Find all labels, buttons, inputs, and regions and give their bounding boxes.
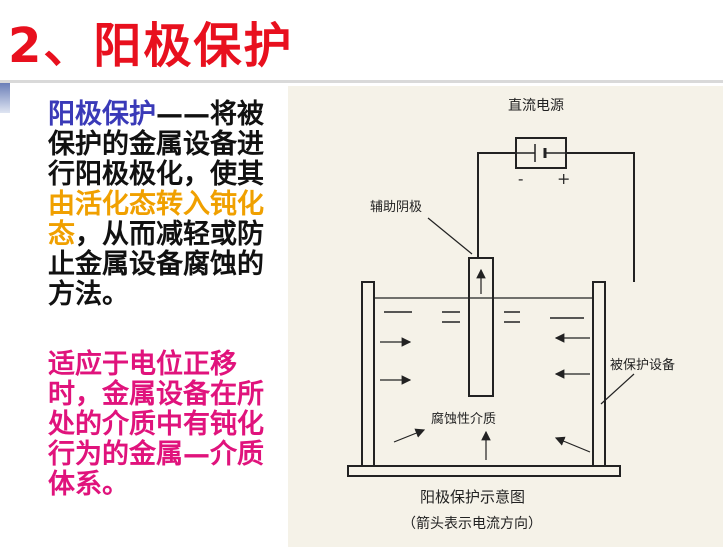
medium-label: 腐蚀性介质: [431, 412, 496, 427]
definition-text-1: 将被保护的金属设备进行阳极极化，使其: [48, 99, 264, 190]
definition-dash: ——: [156, 99, 210, 130]
tank-bottom: [347, 465, 621, 477]
cathode-leader: [427, 217, 473, 255]
equipment-label: 被保护设备: [610, 357, 675, 373]
condition-paragraph: 适应于电位正移时，金属设备在所处的介质中有钝化行为的金属—介质体系。: [48, 349, 264, 500]
wire-to-equipment: [566, 152, 635, 282]
cathode-label: 辅助阴极: [370, 200, 422, 215]
current-arrow: [554, 436, 591, 453]
tank-left-wall: [361, 281, 375, 467]
definition-highlight: 由活化态转入钝化态: [48, 189, 264, 250]
definition-term: 阳极保护: [48, 99, 156, 130]
auxiliary-cathode: [468, 257, 494, 397]
corner-accent: [0, 83, 10, 113]
figure-caption: 阳极保护示意图: [420, 488, 525, 506]
tank-right-wall: [592, 281, 606, 467]
minus-sign: -: [518, 169, 523, 188]
definition-paragraph: 阳极保护——将被保护的金属设备进行阳极极化，使其由活化态转入钝化态，从而减轻或防…: [48, 100, 288, 310]
page-title: 2、阳极保护: [8, 18, 294, 74]
title-underline: [0, 80, 723, 83]
current-arrow: [393, 428, 426, 443]
equipment-leader: [600, 373, 635, 405]
wire-to-cathode: [477, 152, 516, 258]
anode-protection-figure: 直流电源 - + 辅助阴极: [288, 86, 723, 547]
definition-text-2: ，从而减轻或防止金属设备腐蚀的方法。: [48, 219, 264, 310]
anode-protection-diagram: 直流电源 - + 辅助阴极: [347, 97, 675, 532]
power-label: 直流电源: [508, 97, 564, 114]
plus-sign: +: [557, 169, 570, 188]
figure-note: （箭头表示电流方向）: [402, 515, 542, 532]
